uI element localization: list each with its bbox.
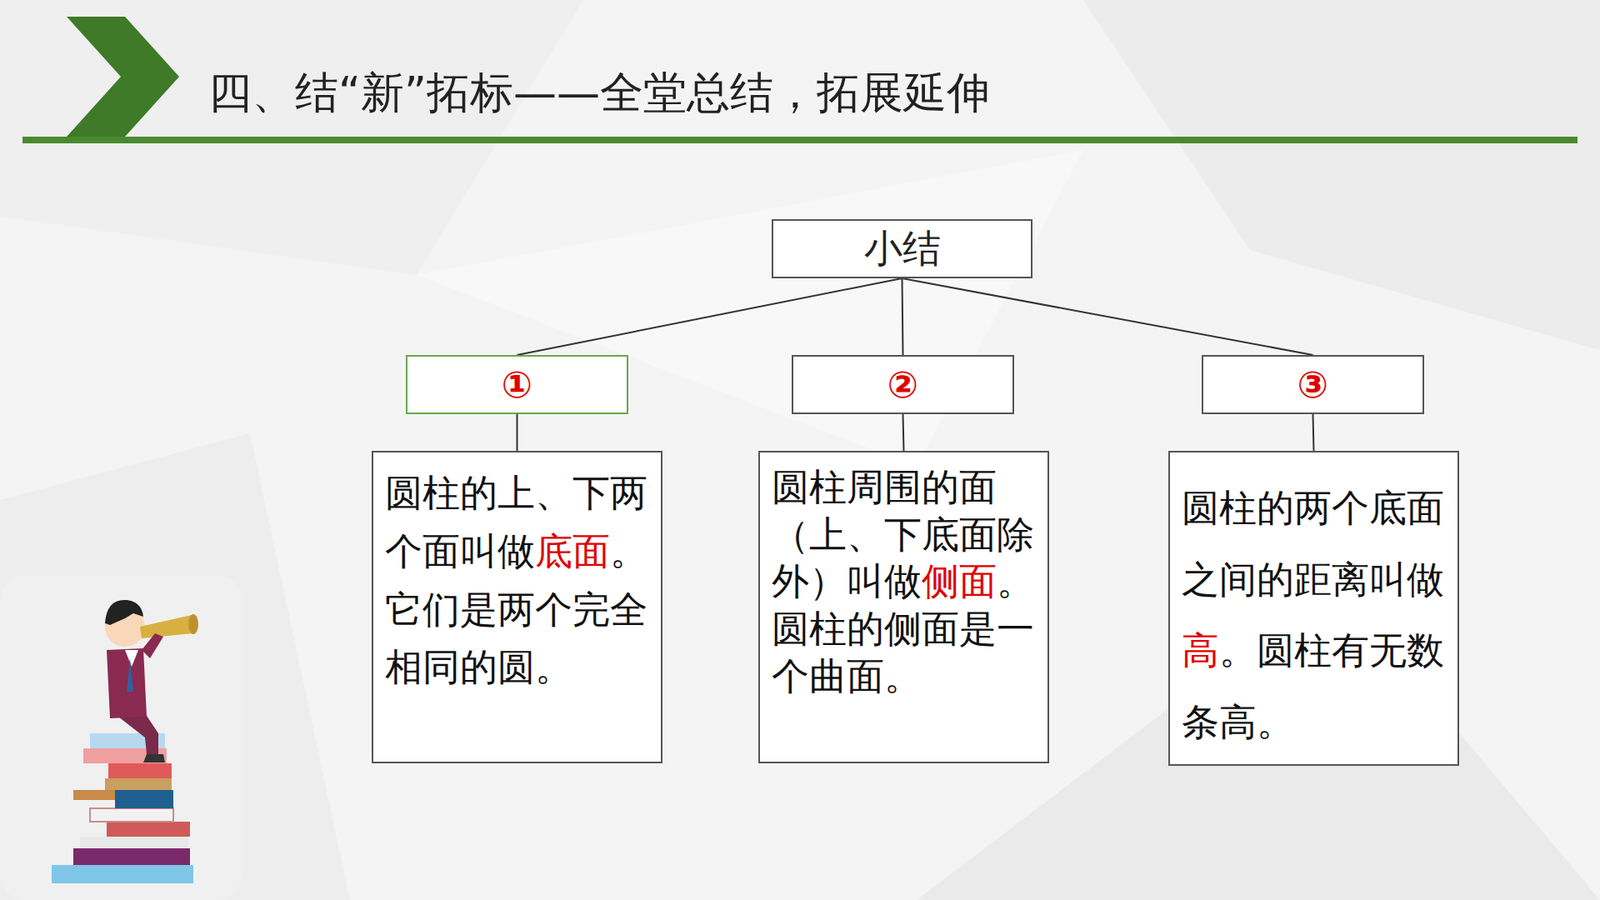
number-box: ①	[405, 355, 629, 415]
title-rule	[22, 136, 1578, 144]
number-box: ②	[791, 355, 1015, 415]
connector-line	[516, 414, 519, 451]
number-box: ③	[1201, 355, 1425, 415]
callout-number: ③	[1297, 363, 1329, 406]
bg-shape	[416, 150, 1084, 467]
heading-text: 小结	[864, 223, 941, 275]
callout-number: ①	[501, 363, 533, 406]
key-term: 侧面	[921, 559, 997, 604]
bg-shape	[0, 433, 350, 900]
chevron	[66, 16, 180, 137]
definition-box: 圆柱的两个底面之间的距离叫做高。圆柱有无数条高。	[1168, 450, 1460, 766]
bg-shape	[1083, 0, 1600, 350]
definition-text: 圆柱的两个底面之间的距离叫做	[1181, 485, 1445, 602]
definition-box: 圆柱的上、下两个面叫做底面。它们是两个完全相同的圆。	[371, 450, 663, 764]
panel	[0, 575, 242, 900]
key-term: 高	[1181, 628, 1220, 673]
connector-line	[517, 278, 903, 355]
slide-title: 四、结“新”拓标——全堂总结，拓展延伸	[208, 66, 990, 119]
definition-box: 圆柱周围的面（上、下底面除外）叫做侧面。圆柱的侧面是一个曲面。	[758, 450, 1050, 764]
callout-number: ②	[887, 363, 919, 406]
connector-line	[1313, 414, 1315, 451]
book-stack	[51, 733, 194, 884]
connector-line	[902, 278, 1314, 355]
connector-line	[902, 278, 904, 355]
definition-text: 。圆柱有无数条高。	[1181, 628, 1445, 745]
key-term: 底面	[535, 529, 610, 574]
summary-box: 小结	[771, 219, 1033, 279]
connector-line	[903, 414, 905, 451]
boy-with-telescope	[105, 600, 199, 763]
